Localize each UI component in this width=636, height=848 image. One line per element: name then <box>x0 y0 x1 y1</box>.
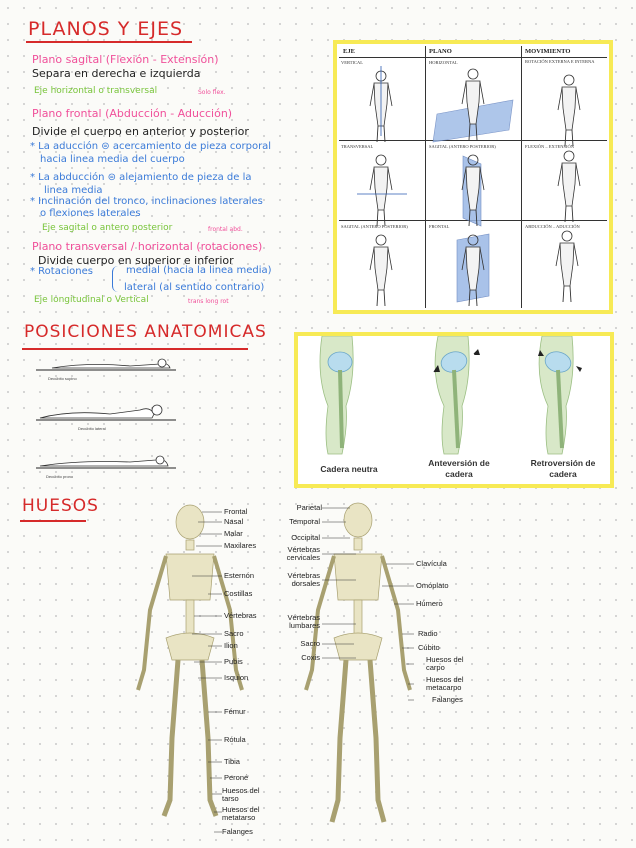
sagittal-axis-note: Solo flex. <box>198 89 226 96</box>
supine-label: Decúbito supino <box>48 376 77 381</box>
table-cell: ABDUCCIÓN – ADUCCIÓN <box>525 224 580 229</box>
bone-label-sacro-posterior: Sacro <box>300 639 320 648</box>
frontal-axis: Eje sagital o antero posterior <box>42 223 173 233</box>
abduction-line-1: * La abducción ⊜ alejamiento de pieza de… <box>30 172 252 183</box>
title-underline <box>26 41 192 43</box>
planes-table-panel: EJE PLANO MOVIMIENTO VERTICAL HORIZONTAL… <box>333 40 613 314</box>
table-cell: TRANSVERSAL <box>341 144 374 149</box>
anterior-leader-lines <box>192 511 222 833</box>
abduction-line-2: linea media <box>44 185 103 196</box>
table-header-movement: MOVIMIENTO <box>525 48 571 55</box>
bone-label-tibia: Tibia <box>224 757 240 766</box>
hip-neutral <box>319 336 354 455</box>
frontal-axis-note: frontal abd. <box>208 226 243 233</box>
hip-anteversion-label: Anteversión de cadera <box>428 458 490 479</box>
notes-title: PLANOS Y EJES <box>28 18 184 40</box>
bone-label-rotula: Rótula <box>224 735 246 744</box>
bone-label-sacro: Sacro <box>224 629 244 638</box>
rotations-brace <box>112 266 119 292</box>
skeleton-posterior <box>304 502 412 823</box>
rotation-lateral: lateral (al sentido contrario) <box>124 282 265 293</box>
bone-label-metacarpo: Huesos del metacarpo <box>426 675 464 692</box>
rotations-label: * Rotaciones <box>30 266 93 277</box>
bone-label-tarso: Huesos del tarso <box>222 786 260 803</box>
bone-label-temporal: Temporal <box>289 517 320 526</box>
positions-underline <box>22 348 248 350</box>
bone-label-carpo: Huesos del carpo <box>426 655 464 672</box>
lateral-figure <box>39 408 155 419</box>
bone-label-parietal: Parietal <box>296 503 322 512</box>
frontal-description: Divide el cuerpo en anterior y posterior <box>32 125 249 138</box>
bone-label-humero: Húmero <box>416 599 443 608</box>
bone-label-ilion: Ilion <box>224 641 238 650</box>
table-cell: SAGITAL (ANTERO POSTERIOR) <box>341 224 408 229</box>
bone-label-malar: Malar <box>224 529 243 538</box>
bone-label-cervicales: Vértebras cervicales <box>286 545 320 562</box>
hip-retroversion-label: Retroversión de cadera <box>530 458 596 479</box>
sagittal-description: Separa en derecha e izquierda <box>32 67 201 80</box>
transverse-description: Divide cuerpo en superior e inferior <box>38 254 234 267</box>
prone-label: Decúbito prono <box>46 474 74 479</box>
table-cell: ROTACIÓN EXTERNA E INTERNA <box>525 59 595 64</box>
table-header-plane: PLANO <box>429 48 452 55</box>
bone-label-clavicula: Clavícula <box>416 559 447 568</box>
bone-label-costillas: Costillas <box>224 589 253 598</box>
frontal-title: Plano frontal (Abducción - Aducción) <box>32 107 233 120</box>
hip-illustrations <box>319 336 582 455</box>
bone-label-perone: Peroné <box>224 773 249 782</box>
table-cell: FRONTAL <box>429 224 450 229</box>
table-cell: SAGITAL (ANTERO POSTERIOR) <box>429 144 496 149</box>
skeletons-illustration <box>136 502 414 833</box>
hip-retroversion <box>538 336 582 455</box>
bone-label-maxilares: Maxilares <box>224 541 257 550</box>
bones-underline <box>20 520 86 522</box>
adduction-line-1: * La aducción ⊜ acercamiento de pieza co… <box>30 141 272 152</box>
bone-label-isquion: Isquion <box>224 673 249 682</box>
sagittal-axis: Eje horizontal o transversal <box>34 86 158 96</box>
prone-figure <box>39 459 169 467</box>
supine-figure <box>51 363 171 369</box>
bone-label-nasal: Nasal <box>224 517 244 526</box>
table-cell: HORIZONTAL <box>429 60 458 65</box>
adduction-line-2: hacia linea media del cuerpo <box>40 154 185 165</box>
inclination-line-2: o flexiones laterales <box>40 208 141 219</box>
bone-label-omoplato: Omóplato <box>416 581 449 590</box>
bone-label-falanges-mano: Falanges <box>432 695 463 704</box>
posterior-leader-lines <box>322 507 414 701</box>
bone-label-vertebras: Vértebras <box>224 611 257 620</box>
skeleton-anterior <box>136 504 244 817</box>
hip-panel: Cadera neutra Anteversión de cadera Retr… <box>294 332 614 488</box>
bone-label-falanges-pie: Falanges <box>222 827 253 836</box>
inclination-line-1: * Inclinación del tronco, inclinaciones … <box>30 196 263 207</box>
planes-illustrations <box>357 66 581 307</box>
table-header-axis: EJE <box>343 48 355 55</box>
bone-label-cubito: Cúbito <box>418 643 440 652</box>
transverse-title: Plano transversal / horizontal (rotacion… <box>32 240 263 253</box>
bone-label-lumbares: Vértebras lumbares <box>287 613 320 630</box>
table-cell: VERTICAL <box>341 60 363 65</box>
transverse-axis-note: trans long rot <box>188 298 229 305</box>
table-cell: FLEXIÓN – EXTENSIÓN <box>525 144 574 149</box>
positions-title: POSICIONES ANATOMICAS <box>24 322 267 342</box>
positions-illustration <box>36 358 176 469</box>
bone-label-occipital: Occipital <box>291 533 320 542</box>
bone-label-pubis: Pubis <box>224 657 243 666</box>
bone-label-metatarso: Huesos del metatarso <box>222 805 260 822</box>
transverse-axis: Eje longitudinal o Vertical <box>34 295 149 305</box>
lateral-label: Decúbito lateral <box>78 426 106 431</box>
bone-label-femur: Fémur <box>224 707 246 716</box>
hip-anteversion <box>433 336 480 455</box>
sagittal-title: Plano sagital (Flexión - Extensión) <box>32 53 219 66</box>
hip-neutral-label: Cadera neutra <box>320 464 378 474</box>
bone-label-frontal: Frontal <box>224 507 248 516</box>
bone-label-esternon: Esternón <box>224 571 255 580</box>
bones-title: HUESOS <box>22 496 99 516</box>
bone-label-dorsales: Vértebras dorsales <box>287 571 320 588</box>
bone-label-coxis: Coxis <box>301 653 320 662</box>
rotation-medial: medial (hacia la linea media) <box>126 265 272 276</box>
bone-label-radio: Radio <box>418 629 438 638</box>
